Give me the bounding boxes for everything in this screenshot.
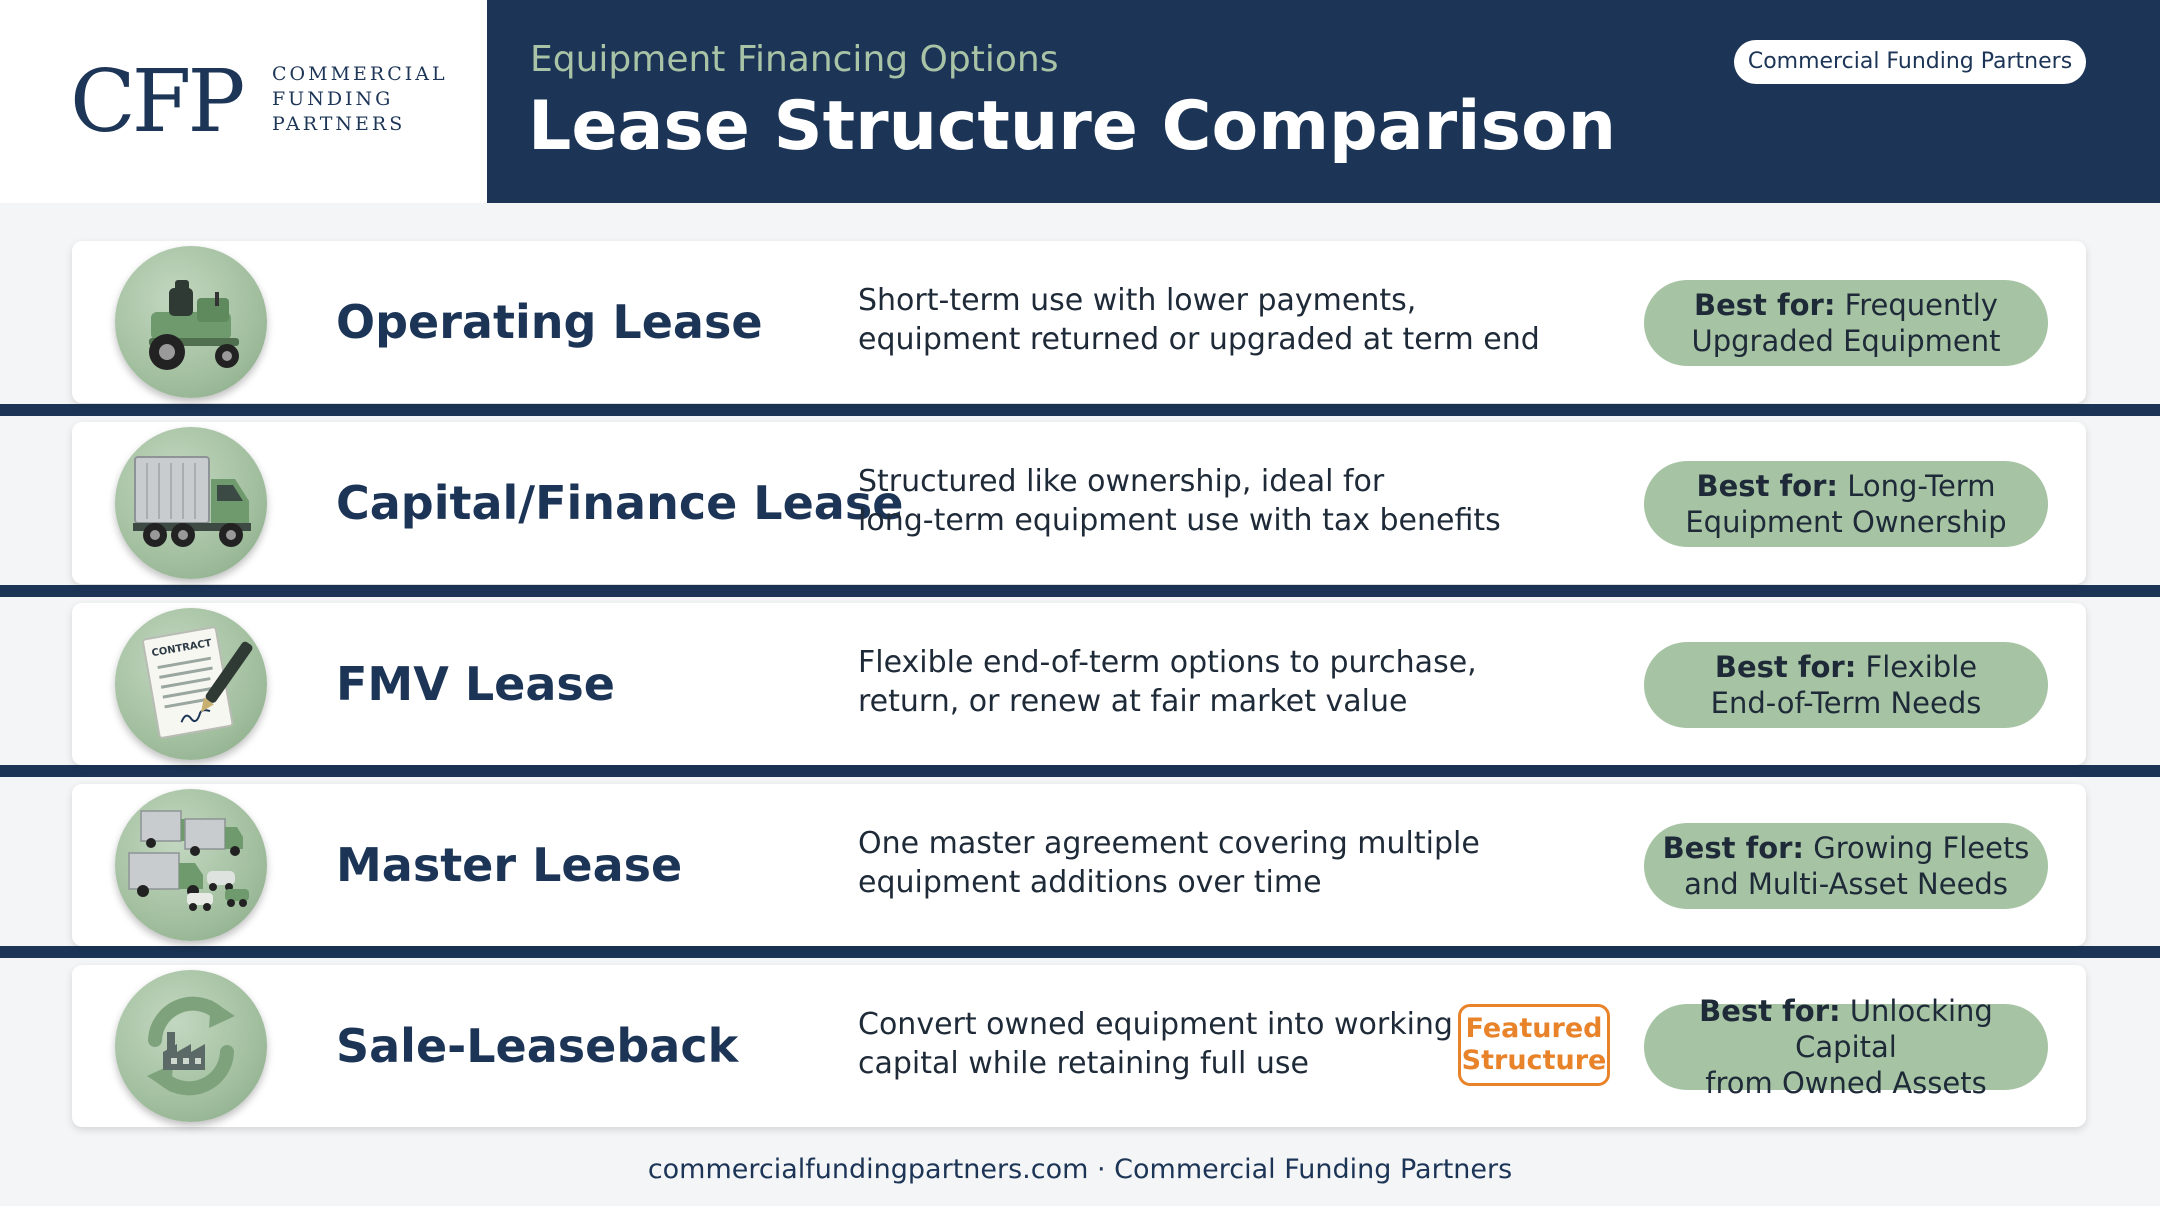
best-for-value: Long-Term	[1847, 469, 1996, 503]
lease-row-master: Master Lease One master agreement coveri…	[72, 784, 2086, 946]
brand-pill: Commercial Funding Partners	[1734, 40, 2086, 84]
lease-name: Sale-Leaseback	[336, 1019, 739, 1073]
best-for-pill: Best for: Unlocking Capital from Owned A…	[1644, 994, 2048, 1100]
lease-row-fmv: CONTRACT FMV Lease Flexible end-of-term …	[72, 603, 2086, 765]
logo-wordmark: COMMERCIAL FUNDING PARTNERS	[272, 62, 448, 137]
best-for-value: Frequently	[1844, 288, 1998, 322]
lease-description: Structured like ownership, ideal for lon…	[858, 462, 1501, 540]
best-for-label: Best for:	[1714, 650, 1857, 684]
featured-line: Structure	[1461, 1045, 1607, 1076]
lease-description: Convert owned equipment into working cap…	[858, 1005, 1478, 1083]
header: CFP COMMERCIAL FUNDING PARTNERS Equipmen…	[0, 0, 2160, 203]
lease-name: Capital/Finance Lease	[336, 476, 904, 530]
logo-word-partners: PARTNERS	[272, 113, 406, 135]
lease-name: Operating Lease	[336, 295, 763, 349]
featured-line: Featured	[1465, 1013, 1603, 1044]
riding-mower-icon	[115, 246, 267, 398]
description-line: Structured like ownership, ideal for	[858, 464, 1385, 499]
best-for-value: Flexible	[1865, 650, 1978, 684]
lease-row-operating: Operating Lease Short-term use with lowe…	[72, 241, 2086, 403]
best-for-value: from Owned Assets	[1705, 1066, 1987, 1100]
logo-panel: CFP COMMERCIAL FUNDING PARTNERS	[0, 0, 487, 203]
row-divider	[0, 585, 2160, 597]
logo-word-funding: FUNDING	[272, 88, 394, 110]
best-for-line: Best for: Long-Term	[1644, 468, 2048, 504]
best-for-label: Best for:	[1699, 994, 1841, 1028]
factory-cycle-icon	[115, 970, 267, 1122]
best-for-line: Best for: Unlocking Capital	[1644, 993, 2048, 1065]
best-for-pill: Best for: Frequently Upgraded Equipment	[1644, 280, 2048, 366]
best-for-value: Equipment Ownership	[1685, 505, 2007, 539]
box-truck-icon	[115, 427, 267, 579]
description-line: capital while retaining full use	[858, 1046, 1309, 1081]
lease-name: Master Lease	[336, 838, 683, 892]
best-for-line: Best for: Flexible	[1644, 649, 2048, 685]
row-divider	[0, 404, 2160, 416]
lease-name: FMV Lease	[336, 657, 615, 711]
description-line: Convert owned equipment into working	[858, 1007, 1453, 1042]
lease-description: Short-term use with lower payments, equi…	[858, 281, 1540, 359]
best-for-line: Best for: Growing Fleets	[1644, 830, 2048, 866]
best-for-pill: Best for: Growing Fleets and Multi-Asset…	[1644, 823, 2048, 909]
truck-fleet-icon	[115, 789, 267, 941]
featured-structure-badge: Featured Structure	[1458, 1004, 1610, 1086]
best-for-value: Unlocking Capital	[1795, 994, 1993, 1064]
row-divider	[0, 946, 2160, 958]
best-for-pill: Best for: Long-Term Equipment Ownership	[1644, 461, 2048, 547]
page-subtitle: Equipment Financing Options	[530, 39, 1059, 80]
title-panel: Equipment Financing Options Lease Struct…	[487, 0, 2160, 203]
lease-description: Flexible end-of-term options to purchase…	[858, 643, 1478, 721]
lease-description: One master agreement covering multiple e…	[858, 824, 1480, 902]
description-line: equipment additions over time	[858, 865, 1322, 900]
row-divider	[0, 765, 2160, 777]
description-line: long-term equipment use with tax benefit…	[858, 503, 1501, 538]
contract-icon: CONTRACT	[115, 608, 267, 760]
lease-row-sale-leaseback: Sale-Leaseback Convert owned equipment i…	[72, 965, 2086, 1127]
best-for-label: Best for:	[1694, 288, 1836, 322]
footer-text: commercialfundingpartners.com · Commerci…	[647, 1154, 1513, 1185]
description-line: equipment returned or upgraded at term e…	[858, 322, 1540, 357]
logo-mark: CFP	[70, 52, 245, 152]
lease-row-capital: Capital/Finance Lease Structured like ow…	[72, 422, 2086, 584]
best-for-line: Best for: Frequently	[1644, 287, 2048, 323]
best-for-pill: Best for: Flexible End-of-Term Needs	[1644, 642, 2048, 728]
best-for-value: and Multi-Asset Needs	[1684, 867, 2008, 901]
best-for-label: Best for:	[1662, 831, 1805, 865]
description-line: One master agreement covering multiple	[858, 826, 1480, 861]
description-line: Flexible end-of-term options to purchase…	[858, 645, 1477, 680]
best-for-value: Upgraded Equipment	[1691, 324, 2001, 358]
page-title: Lease Structure Comparison	[528, 87, 1617, 166]
description-line: return, or renew at fair market value	[858, 684, 1408, 719]
best-for-value: End-of-Term Needs	[1710, 686, 1982, 720]
logo-word-commercial: COMMERCIAL	[272, 63, 448, 85]
description-line: Short-term use with lower payments,	[858, 283, 1417, 318]
best-for-label: Best for:	[1696, 469, 1838, 503]
best-for-value: Growing Fleets	[1813, 831, 2030, 865]
